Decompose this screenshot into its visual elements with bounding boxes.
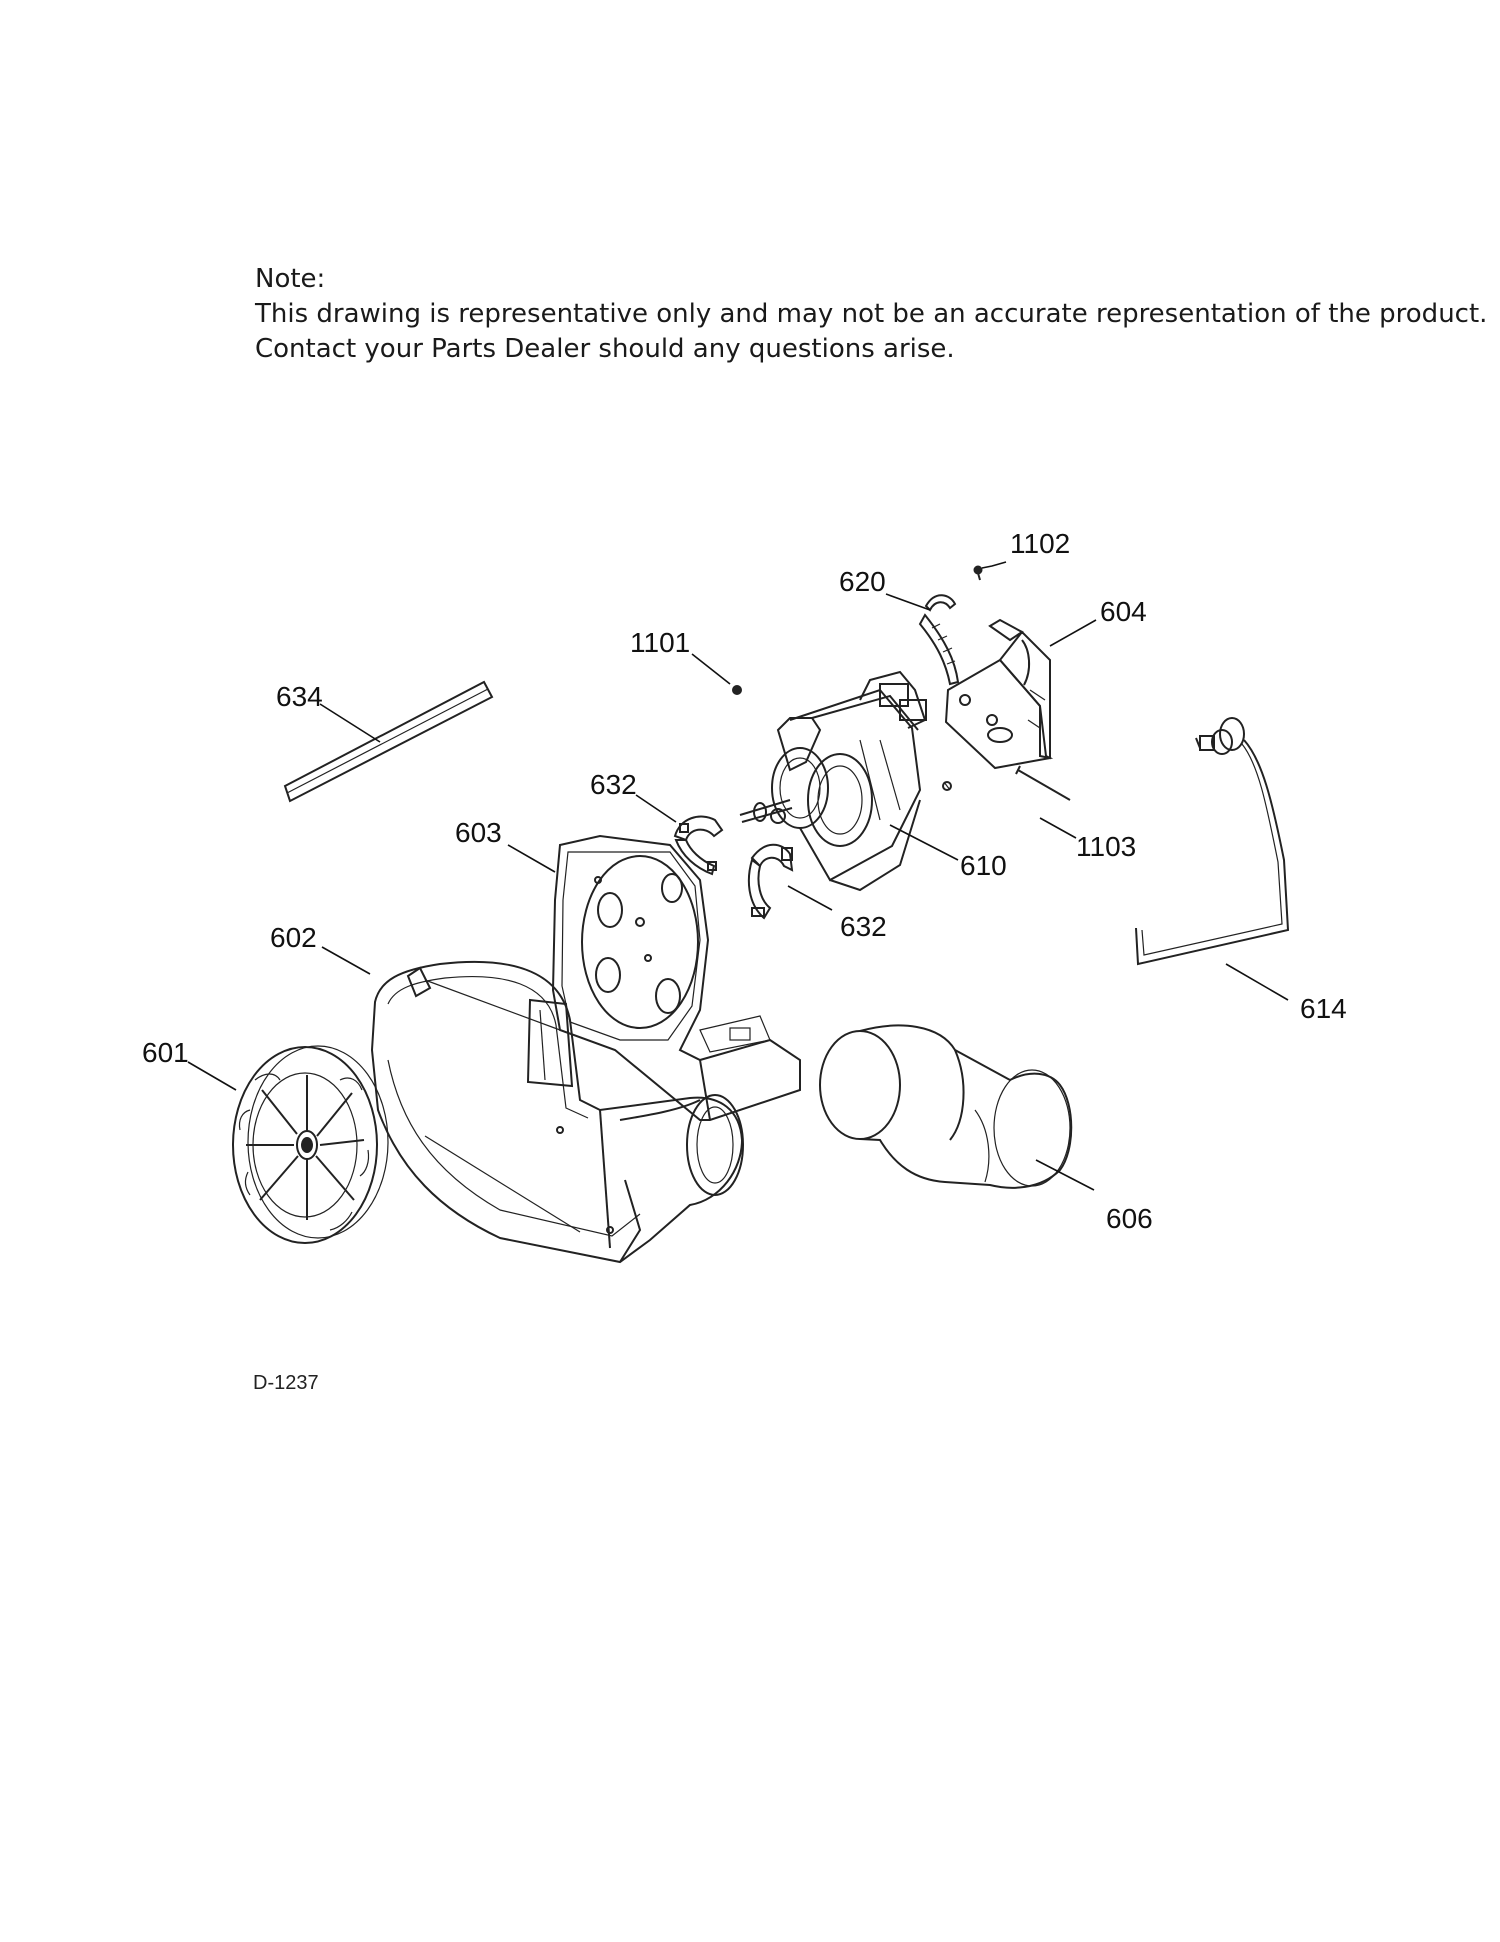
- part-601-blower-wheel: [232, 1045, 389, 1244]
- callout-601: 601: [142, 1037, 189, 1068]
- leader-604: [1049, 619, 1097, 647]
- part-614-sensor-wire: [1135, 717, 1290, 966]
- callout-1102: 1102: [1010, 528, 1070, 559]
- leader-614: [1225, 963, 1289, 1001]
- part-632-clamp-lower: [747, 843, 794, 920]
- callout-603: 603: [455, 817, 502, 848]
- leader-620: [885, 593, 931, 611]
- leader-1102: [981, 561, 1007, 569]
- leader-lines: [187, 561, 1289, 1191]
- note-line-2: Contact your Parts Dealer should any que…: [255, 334, 955, 364]
- leader-632-lower: [787, 885, 833, 911]
- part-604-bracket: [944, 618, 1054, 770]
- part-606-duct-elbow: [819, 1024, 1073, 1189]
- leader-603: [507, 844, 556, 873]
- part-603-housing-plate: [551, 834, 801, 1121]
- leader-610: [889, 824, 959, 861]
- part-602-blower-duct: [370, 960, 744, 1264]
- callout-604: 604: [1100, 596, 1147, 627]
- part-1103-screws: [942, 765, 1071, 801]
- part-610-motor: [739, 670, 927, 892]
- callout-610: 610: [960, 850, 1007, 881]
- part-632-clamp-upper: [673, 815, 724, 876]
- callout-632-lower: 632: [840, 911, 887, 942]
- callout-1101: 1101: [630, 627, 690, 658]
- part-620-clip: [918, 594, 960, 686]
- drawing-id: D-1237: [253, 1372, 319, 1394]
- callout-634: 634: [276, 681, 323, 712]
- leader-602: [321, 946, 371, 975]
- callout-1103: 1103: [1076, 831, 1136, 862]
- leader-1101: [691, 653, 731, 685]
- callout-614: 614: [1300, 993, 1347, 1024]
- part-1101-screw: [732, 685, 742, 695]
- leader-634: [319, 703, 381, 743]
- callout-632-upper: 632: [590, 769, 637, 800]
- part-1102-screw: [973, 565, 983, 581]
- leader-606: [1035, 1159, 1095, 1191]
- leader-601: [187, 1061, 237, 1091]
- leader-1103: [1039, 817, 1077, 839]
- callout-602: 602: [270, 922, 317, 953]
- callout-606: 606: [1106, 1203, 1153, 1234]
- part-634-strip: [283, 680, 494, 803]
- callout-620: 620: [839, 566, 886, 597]
- note-heading: Note:: [255, 264, 326, 294]
- leader-632-upper: [635, 794, 677, 823]
- note-line-1: This drawing is representative only and …: [255, 299, 1488, 329]
- disclaimer-note: Note: This drawing is representative onl…: [255, 262, 1487, 367]
